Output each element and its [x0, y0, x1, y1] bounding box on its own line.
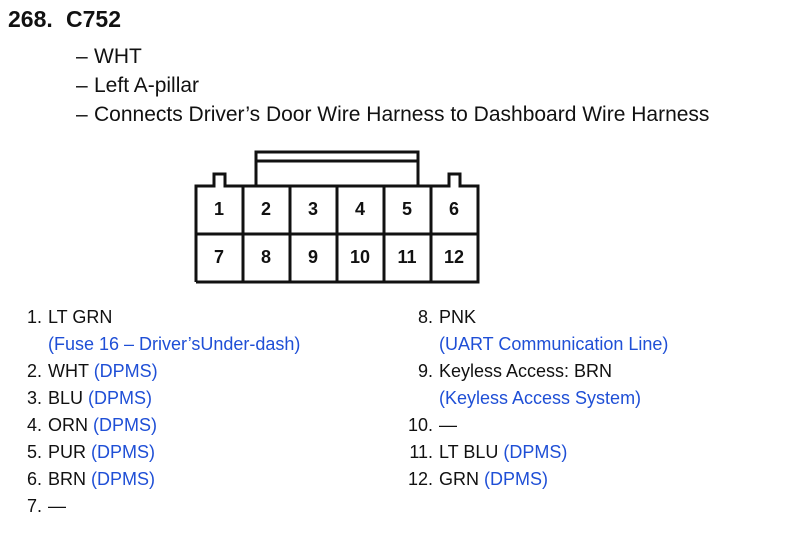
pin-list-left: 1. LT GRN (Fuse 16 – Driver’sUnder-dash)…: [18, 304, 300, 520]
connector-outline: [194, 150, 480, 284]
pin-cell: 3: [307, 198, 318, 219]
pin-number: 11.: [409, 442, 433, 462]
wire-color: PNK: [439, 307, 477, 327]
dash-glyph: –: [76, 103, 88, 126]
pin-item: 12. GRN (DPMS): [400, 466, 668, 493]
pin-item: 2. WHT (DPMS): [18, 358, 300, 385]
pin-note: (Keyless Access System): [439, 388, 642, 408]
wire-color: BRN: [48, 469, 87, 489]
pin-item: 6. BRN (DPMS): [18, 466, 300, 493]
pin-cell: 7: [213, 246, 224, 267]
pin-number: 7.: [26, 496, 42, 516]
pin-cell: 8: [260, 246, 271, 267]
pin-number: 6.: [26, 469, 42, 489]
pin-item: 10. —: [400, 412, 668, 439]
dash-glyph: –: [76, 74, 88, 97]
wire-color: BLU: [48, 388, 84, 408]
connector-connects: Connects Driver’s Door Wire Harness to D…: [94, 103, 710, 126]
connector-diagram: 1 2 3 4 5 6 7 8 9 10 11 12: [188, 146, 484, 286]
pin-cell: 5: [401, 198, 412, 219]
pin-item: 9. Keyless Access: BRN (Keyless Access S…: [400, 358, 668, 412]
pin-cell: 4: [354, 198, 365, 219]
pin-note: (DPMS): [93, 415, 158, 435]
pin-note: (DPMS): [484, 469, 549, 489]
pin-item: 11. LT BLU (DPMS): [400, 439, 668, 466]
connector-color-line: –WHT: [76, 42, 709, 71]
pin-note: (DPMS): [91, 442, 156, 462]
pin-number: 10.: [407, 415, 433, 435]
pin-item: 7. —: [18, 493, 300, 520]
pin-cell: 2: [260, 198, 271, 219]
pin-number: 9.: [417, 361, 433, 381]
wire-color: ORN: [48, 415, 88, 435]
connector-number: 268.: [8, 6, 53, 32]
dash-glyph: –: [76, 45, 88, 68]
connector-details: –WHT –Left A-pillar –Connects Driver’s D…: [76, 42, 709, 129]
pin-number: 4.: [26, 415, 42, 435]
pin-list-right: 8. PNK (UART Communication Line) 9. Keyl…: [400, 304, 668, 493]
pin-note: (UART Communication Line): [439, 334, 669, 354]
pin-item: 3. BLU (DPMS): [18, 385, 300, 412]
pin-item: 4. ORN (DPMS): [18, 412, 300, 439]
pin-note: (DPMS): [88, 388, 153, 408]
connector-color: WHT: [94, 45, 142, 68]
pin-cell: 10: [349, 246, 371, 267]
wire-color: PUR: [48, 442, 87, 462]
connector-location: Left A-pillar: [94, 74, 200, 97]
pin-item: 1. LT GRN (Fuse 16 – Driver’sUnder-dash): [18, 304, 300, 358]
pin-number: 3.: [26, 388, 42, 408]
pin-cell: 9: [307, 246, 318, 267]
pin-number: 5.: [26, 442, 42, 462]
pin-number: 1.: [26, 307, 42, 327]
pin-cell: 12: [443, 246, 465, 267]
wire-color: LT BLU: [439, 442, 499, 462]
pin-note: (DPMS): [91, 469, 156, 489]
connector-location-line: –Left A-pillar: [76, 71, 709, 100]
wire-color: Keyless Access: BRN: [439, 361, 613, 381]
wire-color: LT GRN: [48, 307, 113, 327]
pin-note: (DPMS): [503, 442, 568, 462]
pin-cell: 1: [213, 198, 224, 219]
connector-heading: 268. C752: [8, 6, 121, 33]
pin-note: (DPMS): [93, 361, 158, 381]
pin-note: (Fuse 16 – Driver’sUnder-dash): [48, 334, 301, 354]
pin-number: 8.: [417, 307, 433, 327]
connector-code: C752: [66, 6, 121, 32]
pin-item: 8. PNK (UART Communication Line): [400, 304, 668, 358]
pin-cell: 6: [448, 198, 459, 219]
pin-item: 5. PUR (DPMS): [18, 439, 300, 466]
wire-color: —: [48, 496, 66, 516]
pin-cell: 11: [397, 246, 417, 267]
pin-number: 12.: [407, 469, 433, 489]
wire-color: GRN: [439, 469, 479, 489]
connector-connects-line: –Connects Driver’s Door Wire Harness to …: [76, 100, 709, 129]
wire-color: WHT: [48, 361, 89, 381]
wire-color: —: [439, 415, 457, 435]
pin-number: 2.: [26, 361, 42, 381]
